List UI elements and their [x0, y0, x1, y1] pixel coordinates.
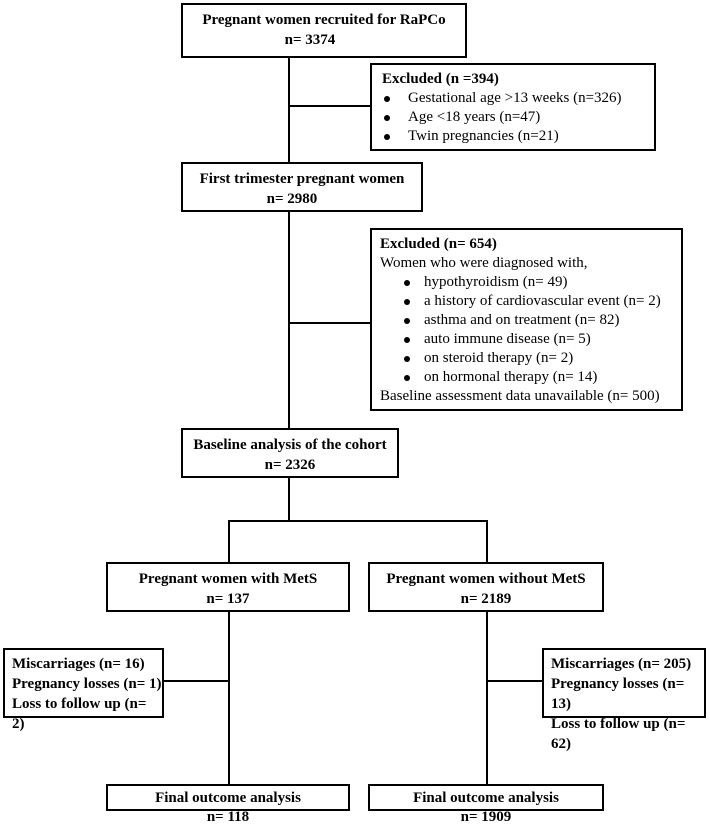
bullet-icon	[384, 115, 390, 121]
excluded1-item: Age <18 years (n=47)	[382, 108, 654, 127]
loss-left-line: Loss to follow up (n= 2)	[12, 696, 147, 732]
bullet-icon	[404, 318, 410, 324]
excluded2-intro: Women who were diagnosed with,	[380, 255, 588, 271]
loss-right-line: Pregnancy losses (n= 13)	[551, 676, 685, 712]
excluded2-item: on steroid therapy (n= 2)	[380, 349, 681, 368]
excluded2-item-text: a history of cardiovascular event (n= 2)	[424, 293, 661, 309]
without-mets-box: Pregnant women without MetS n= 2189	[368, 562, 604, 612]
loss-right-line: Loss to follow up (n= 62)	[551, 716, 686, 752]
baseline-count: n= 2326	[264, 457, 316, 473]
connector-split-left	[228, 520, 230, 562]
connector-excluded2	[288, 322, 370, 324]
first-trimester-count: n= 2980	[266, 191, 318, 207]
baseline-box: Baseline analysis of the cohort n= 2326	[181, 428, 399, 478]
loss-left-line: Pregnancy losses (n= 1)	[12, 676, 162, 692]
bullet-icon	[404, 375, 410, 381]
excluded2-item-text: auto immune disease (n= 5)	[424, 331, 591, 347]
excluded2-box: Excluded (n= 654) Women who were diagnos…	[370, 228, 683, 411]
excluded2-item: hypothyroidism (n= 49)	[380, 273, 681, 292]
connector-loss-right	[486, 680, 542, 682]
connector-right-down	[486, 612, 488, 784]
loss-left-box: Miscarriages (n= 16) Pregnancy losses (n…	[3, 648, 164, 732]
recruited-title: Pregnant women recruited for RaPCo	[202, 12, 446, 28]
recruited-count: n= 3374	[284, 32, 336, 48]
connector-main-1	[288, 58, 290, 162]
connector-excluded1	[288, 105, 370, 107]
excluded1-title: Excluded (n =394)	[382, 71, 499, 87]
connector-split-right	[486, 520, 488, 562]
excluded1-item-text: Gestational age >13 weeks (n=326)	[408, 90, 622, 106]
excluded2-item-text: hypothyroidism (n= 49)	[424, 274, 568, 290]
excluded2-item-text: on steroid therapy (n= 2)	[424, 350, 574, 366]
excluded1-box: Excluded (n =394) Gestational age >13 we…	[370, 63, 656, 151]
first-trimester-title: First trimester pregnant women	[199, 171, 405, 187]
without-mets-title: Pregnant women without MetS	[386, 571, 586, 587]
excluded2-item: auto immune disease (n= 5)	[380, 330, 681, 349]
bullet-icon	[404, 280, 410, 286]
excluded1-item-text: Age <18 years (n=47)	[408, 109, 541, 125]
excluded2-title: Excluded (n= 654)	[380, 236, 497, 252]
connector-main-2	[288, 212, 290, 428]
first-trimester-box: First trimester pregnant women n= 2980	[181, 162, 423, 212]
baseline-title: Baseline analysis of the cohort	[193, 437, 387, 453]
with-mets-box: Pregnant women with MetS n= 137	[106, 562, 350, 612]
recruited-box: Pregnant women recruited for RaPCo n= 33…	[181, 3, 467, 58]
final-right-title: Final outcome analysis	[413, 790, 559, 806]
without-mets-count: n= 2189	[460, 591, 512, 607]
connector-main-3	[288, 478, 290, 520]
loss-left-line: Miscarriages (n= 16)	[12, 656, 145, 672]
excluded2-item-text: on hormonal therapy (n= 14)	[424, 369, 598, 385]
excluded2-item: on hormonal therapy (n= 14)	[380, 368, 681, 387]
connector-split	[228, 520, 488, 522]
final-right-box: Final outcome analysis n= 1909	[368, 784, 604, 825]
bullet-icon	[384, 96, 390, 102]
bullet-icon	[404, 299, 410, 305]
final-left-title: Final outcome analysis	[155, 790, 301, 806]
loss-right-line: Miscarriages (n= 205)	[551, 656, 692, 672]
bullet-icon	[404, 356, 410, 362]
final-left-box: Final outcome analysis n= 118	[106, 784, 350, 825]
with-mets-title: Pregnant women with MetS	[138, 571, 318, 587]
bullet-icon	[404, 337, 410, 343]
excluded2-footer: Baseline assessment data unavailable (n=…	[380, 388, 660, 404]
excluded2-item: asthma and on treatment (n= 82)	[380, 311, 681, 330]
connector-left-down	[228, 612, 230, 784]
with-mets-count: n= 137	[206, 591, 250, 607]
excluded1-item: Twin pregnancies (n=21)	[382, 127, 654, 146]
excluded2-item-text: asthma and on treatment (n= 82)	[424, 312, 620, 328]
excluded2-item: a history of cardiovascular event (n= 2)	[380, 292, 681, 311]
excluded1-item: Gestational age >13 weeks (n=326)	[382, 89, 654, 108]
excluded1-item-text: Twin pregnancies (n=21)	[408, 128, 559, 144]
loss-right-box: Miscarriages (n= 205) Pregnancy losses (…	[542, 648, 706, 752]
connector-loss-left	[164, 680, 228, 682]
bullet-icon	[384, 134, 390, 140]
